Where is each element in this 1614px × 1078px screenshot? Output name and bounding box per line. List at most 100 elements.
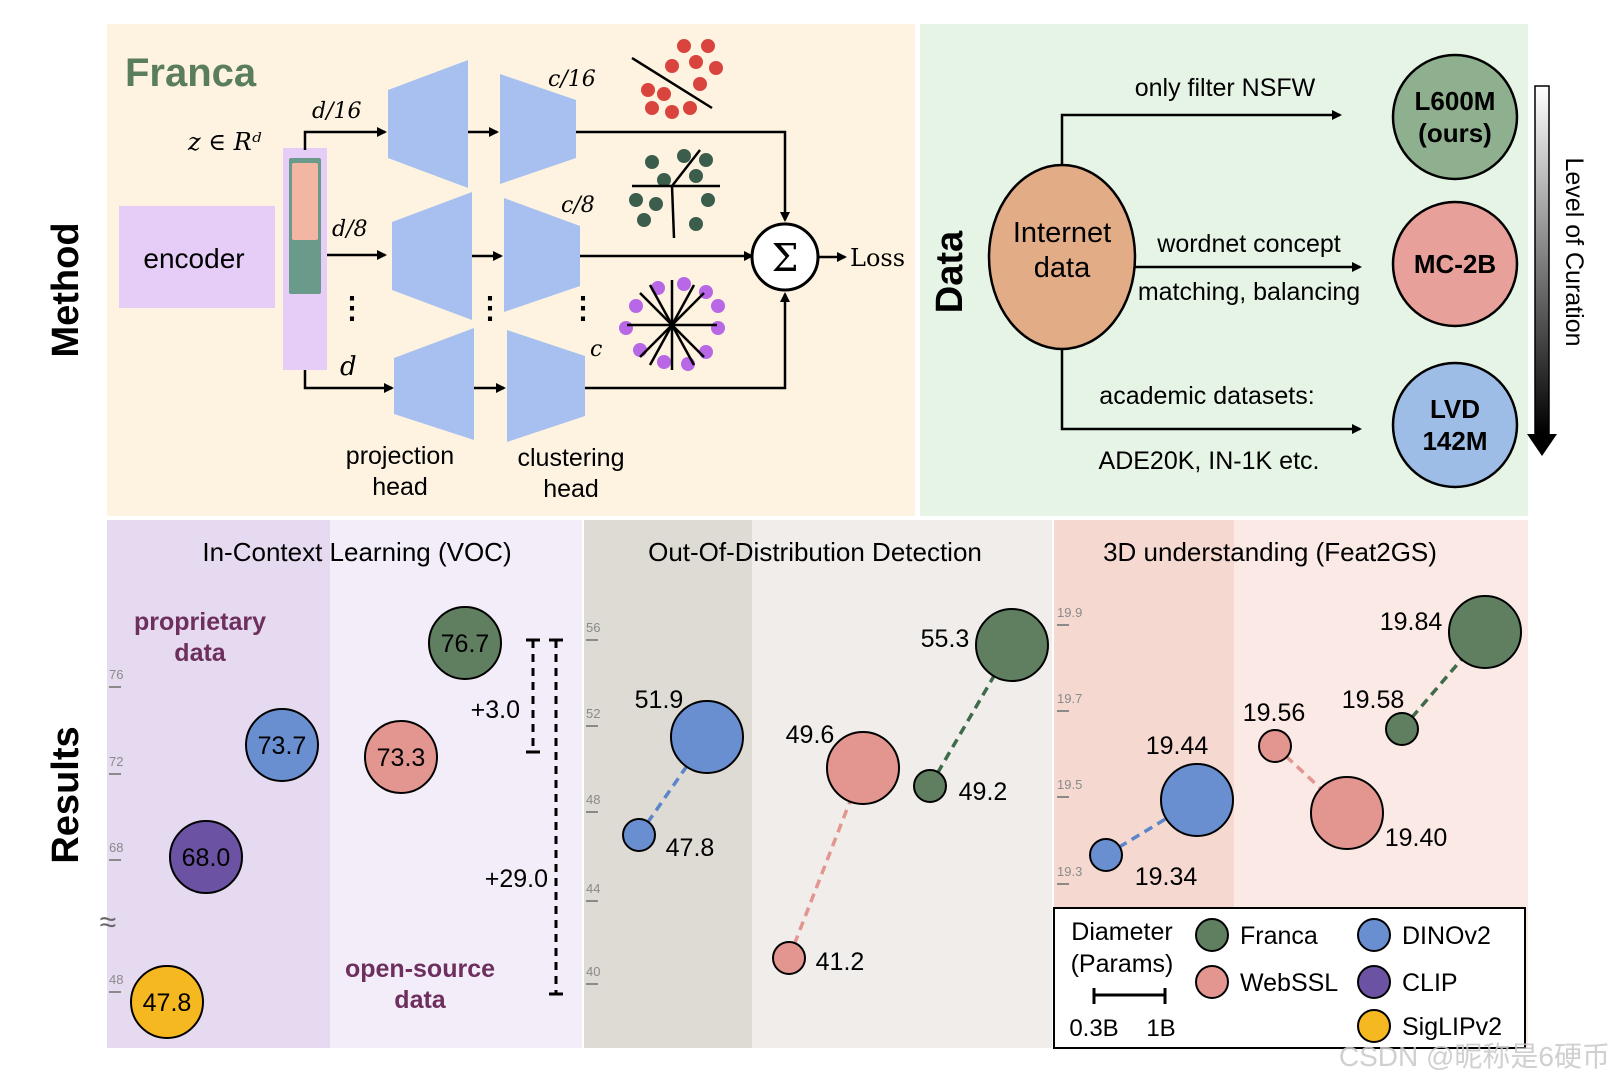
clustering-head-1 bbox=[500, 74, 576, 184]
icl-title: In-Context Learning (VOC) bbox=[202, 537, 511, 567]
feat2gs-tick-19.3: 19.3 bbox=[1057, 864, 1082, 879]
data-side-label: Data bbox=[929, 230, 971, 313]
proprietary-label-2: data bbox=[174, 639, 227, 667]
watermark: CSDN @昵称是6硬币 bbox=[1339, 1041, 1610, 1072]
path-3-label-top: academic datasets: bbox=[1099, 382, 1314, 410]
curation-label: Level of Curation bbox=[1560, 157, 1588, 346]
icl-delta-small: +3.0 bbox=[471, 696, 520, 724]
feat2gs-axis: 19.9 19.7 19.5 19.3 bbox=[1057, 605, 1082, 885]
legend-dinov2-label: DINOv2 bbox=[1402, 922, 1491, 950]
encoder-label: encoder bbox=[143, 243, 244, 274]
ood-tick-52: 52 bbox=[586, 706, 600, 721]
ood-franca-large bbox=[975, 608, 1049, 682]
mc2b-label: MC-2B bbox=[1414, 249, 1496, 279]
lvd142m-label-2: 142M bbox=[1422, 426, 1487, 456]
branch-1-clusters: c/16 bbox=[548, 67, 596, 92]
ellipsis-1: ⋮ bbox=[337, 292, 367, 325]
ood-dinov2-link bbox=[637, 736, 709, 836]
ood-dinov2-large bbox=[670, 700, 744, 774]
method-side-label: Method bbox=[45, 222, 87, 357]
legend-franca-swatch bbox=[1195, 918, 1229, 952]
internet-data-label-2: data bbox=[1034, 252, 1091, 284]
ood-webssl-small-value: 41.2 bbox=[816, 948, 865, 976]
branch-2-clusters: c/8 bbox=[561, 193, 595, 218]
ood-tick-56: 56 bbox=[586, 620, 600, 635]
branch-2-dim: d/8 bbox=[332, 217, 368, 242]
icl-franca-value: 76.7 bbox=[441, 630, 490, 658]
curation-gradient-bar bbox=[1534, 85, 1550, 435]
legend-siglipv2-label: SigLIPv2 bbox=[1402, 1013, 1502, 1041]
path-2-label-bottom: matching, balancing bbox=[1138, 278, 1360, 306]
feat2gs-dinov2-small-value: 19.34 bbox=[1135, 863, 1198, 891]
projection-head-label-2: head bbox=[372, 473, 428, 501]
legend-clip-label: CLIP bbox=[1402, 969, 1458, 997]
legend-diameter-1: Diameter bbox=[1071, 918, 1172, 946]
icl-dinov2-point bbox=[245, 708, 319, 782]
feat2gs-webssl-large-value: 19.40 bbox=[1385, 824, 1448, 852]
ood-tick-40: 40 bbox=[586, 964, 600, 979]
branch-3-connector bbox=[303, 370, 394, 393]
projection-head-label-1: projection bbox=[346, 442, 454, 470]
path-to-lvd142m bbox=[1060, 349, 1362, 434]
results-side-label: Results bbox=[45, 726, 87, 863]
icl-tick-68: 68 bbox=[109, 840, 123, 855]
feat2gs-title: 3D understanding (Feat2GS) bbox=[1103, 537, 1437, 567]
ood-franca-large-value: 55.3 bbox=[921, 625, 970, 653]
projection-head-3 bbox=[394, 328, 474, 440]
path-3-label-bottom: ADE20K, IN-1K etc. bbox=[1099, 447, 1320, 475]
ood-webssl-small bbox=[772, 941, 806, 975]
cluster-icon-coarse bbox=[631, 39, 723, 119]
sum-symbol: Σ bbox=[772, 236, 799, 280]
icl-dinov2-value: 73.7 bbox=[258, 732, 307, 760]
ood-tick-48: 48 bbox=[586, 792, 600, 807]
icl-siglipv2-value: 47.8 bbox=[143, 989, 192, 1017]
branch-1-dim: d/16 bbox=[312, 99, 362, 124]
z-label: z ∈ Rᵈ bbox=[187, 128, 262, 156]
legend-webssl-label: WebSSL bbox=[1240, 969, 1338, 997]
l600m-label-1: L600M bbox=[1415, 86, 1496, 116]
feat2gs-dinov2-small bbox=[1089, 838, 1123, 872]
icl-axis-break: ≈ bbox=[100, 906, 116, 939]
feat2gs-tick-19.7: 19.7 bbox=[1057, 691, 1082, 706]
franca-title: Franca bbox=[125, 51, 257, 95]
legend-dinov2-swatch bbox=[1357, 918, 1391, 952]
open-source-label-2: data bbox=[394, 986, 447, 1014]
feat2gs-franca-large-value: 19.84 bbox=[1380, 608, 1443, 636]
icl-tick-48: 48 bbox=[109, 972, 123, 987]
legend-siglipv2-swatch bbox=[1357, 1009, 1391, 1043]
projection-head-2 bbox=[392, 192, 472, 320]
icl-delta-large: +29.0 bbox=[485, 865, 548, 893]
ood-title: Out-Of-Distribution Detection bbox=[648, 537, 982, 567]
icl-webssl-point bbox=[364, 720, 438, 794]
ood-webssl-large bbox=[826, 731, 900, 805]
ood-axis: 56 52 48 44 40 bbox=[586, 620, 600, 985]
branch-3-clusters: c bbox=[590, 337, 602, 362]
branch-3-dim: d bbox=[340, 352, 357, 382]
ood-franca-small-value: 49.2 bbox=[959, 778, 1008, 806]
icl-franca-point bbox=[428, 606, 502, 680]
ood-dinov2-small bbox=[622, 818, 656, 852]
feat2gs-franca-large bbox=[1448, 595, 1522, 669]
feat2gs-webssl-small bbox=[1258, 729, 1292, 763]
feat2gs-franca-small-value: 19.58 bbox=[1342, 686, 1405, 714]
path-2-label-top: wordnet concept bbox=[1156, 230, 1341, 258]
icl-siglipv2-point bbox=[130, 965, 204, 1039]
path-to-l600m bbox=[1060, 110, 1342, 165]
legend-scale-min: 0.3B bbox=[1069, 1015, 1118, 1042]
feat2gs-franca-small bbox=[1385, 712, 1419, 746]
branch-1-connector bbox=[303, 127, 387, 150]
clustering-head-2 bbox=[504, 198, 580, 312]
clustering-head-3 bbox=[507, 330, 585, 442]
curation-arrow-head bbox=[1527, 434, 1557, 456]
icl-axis: 76 72 68 48 bbox=[109, 667, 123, 993]
legend-scale-bar bbox=[1092, 988, 1167, 1004]
mc2b-node bbox=[1391, 200, 1519, 328]
lvd142m-label-1: LVD bbox=[1430, 394, 1480, 424]
icl-clip-point bbox=[169, 820, 243, 894]
icl-tick-72: 72 bbox=[109, 754, 123, 769]
icl-tick-76: 76 bbox=[109, 667, 123, 682]
feat2gs-webssl-large bbox=[1310, 776, 1384, 850]
line-to-sum-1 bbox=[576, 130, 790, 222]
feat2gs-dinov2-link bbox=[1105, 798, 1198, 857]
